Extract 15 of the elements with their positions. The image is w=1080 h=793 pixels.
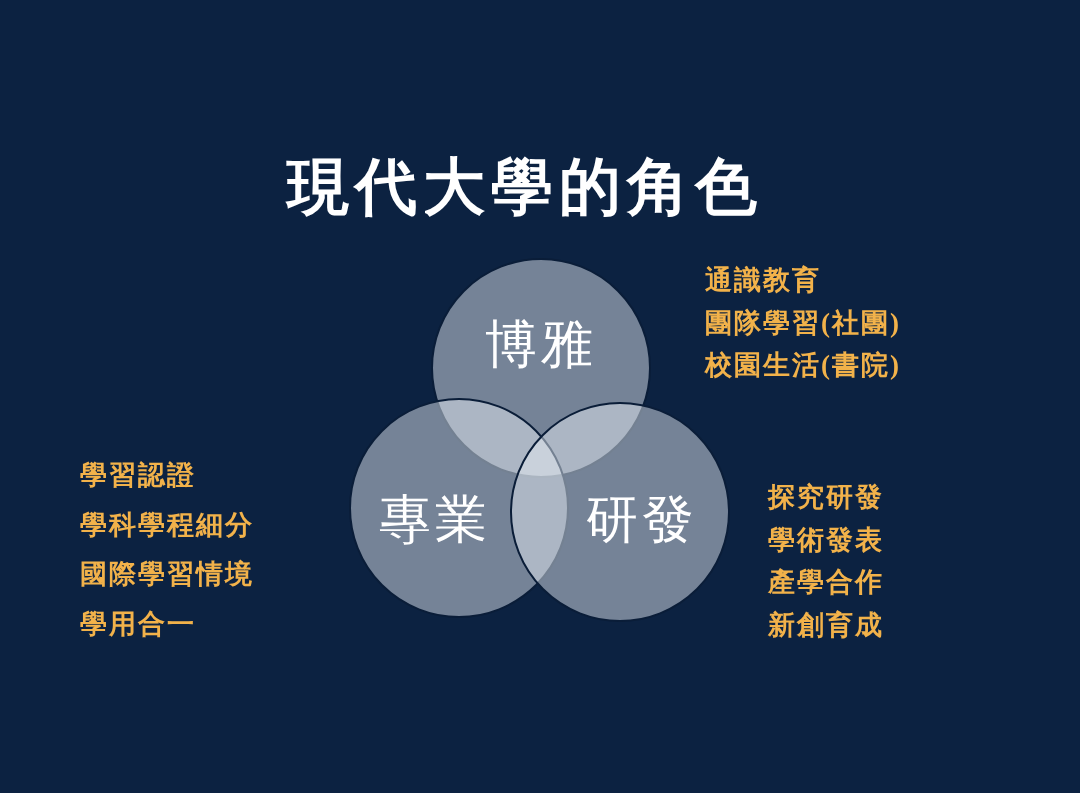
circle-label: 研發: [586, 490, 698, 550]
list-item: 探究研發: [768, 481, 884, 514]
list-item: 國際學習情境: [80, 558, 254, 591]
list-item: 校園生活(書院): [705, 349, 901, 382]
list-item: 通識教育: [705, 264, 821, 297]
list-item: 學習認證: [80, 459, 196, 492]
title: 現代大學的角色: [284, 152, 764, 223]
list-item: 新創育成: [768, 608, 884, 642]
list-item: 產學合作: [768, 566, 884, 599]
circle-label: 專業: [379, 490, 491, 550]
list-item: 學術發表: [768, 523, 884, 557]
list-item: 團隊學習(社團): [705, 306, 901, 340]
list-item: 學用合一: [80, 607, 196, 641]
circle-label: 博雅: [485, 315, 597, 375]
list-item: 學科學程細分: [80, 508, 254, 542]
